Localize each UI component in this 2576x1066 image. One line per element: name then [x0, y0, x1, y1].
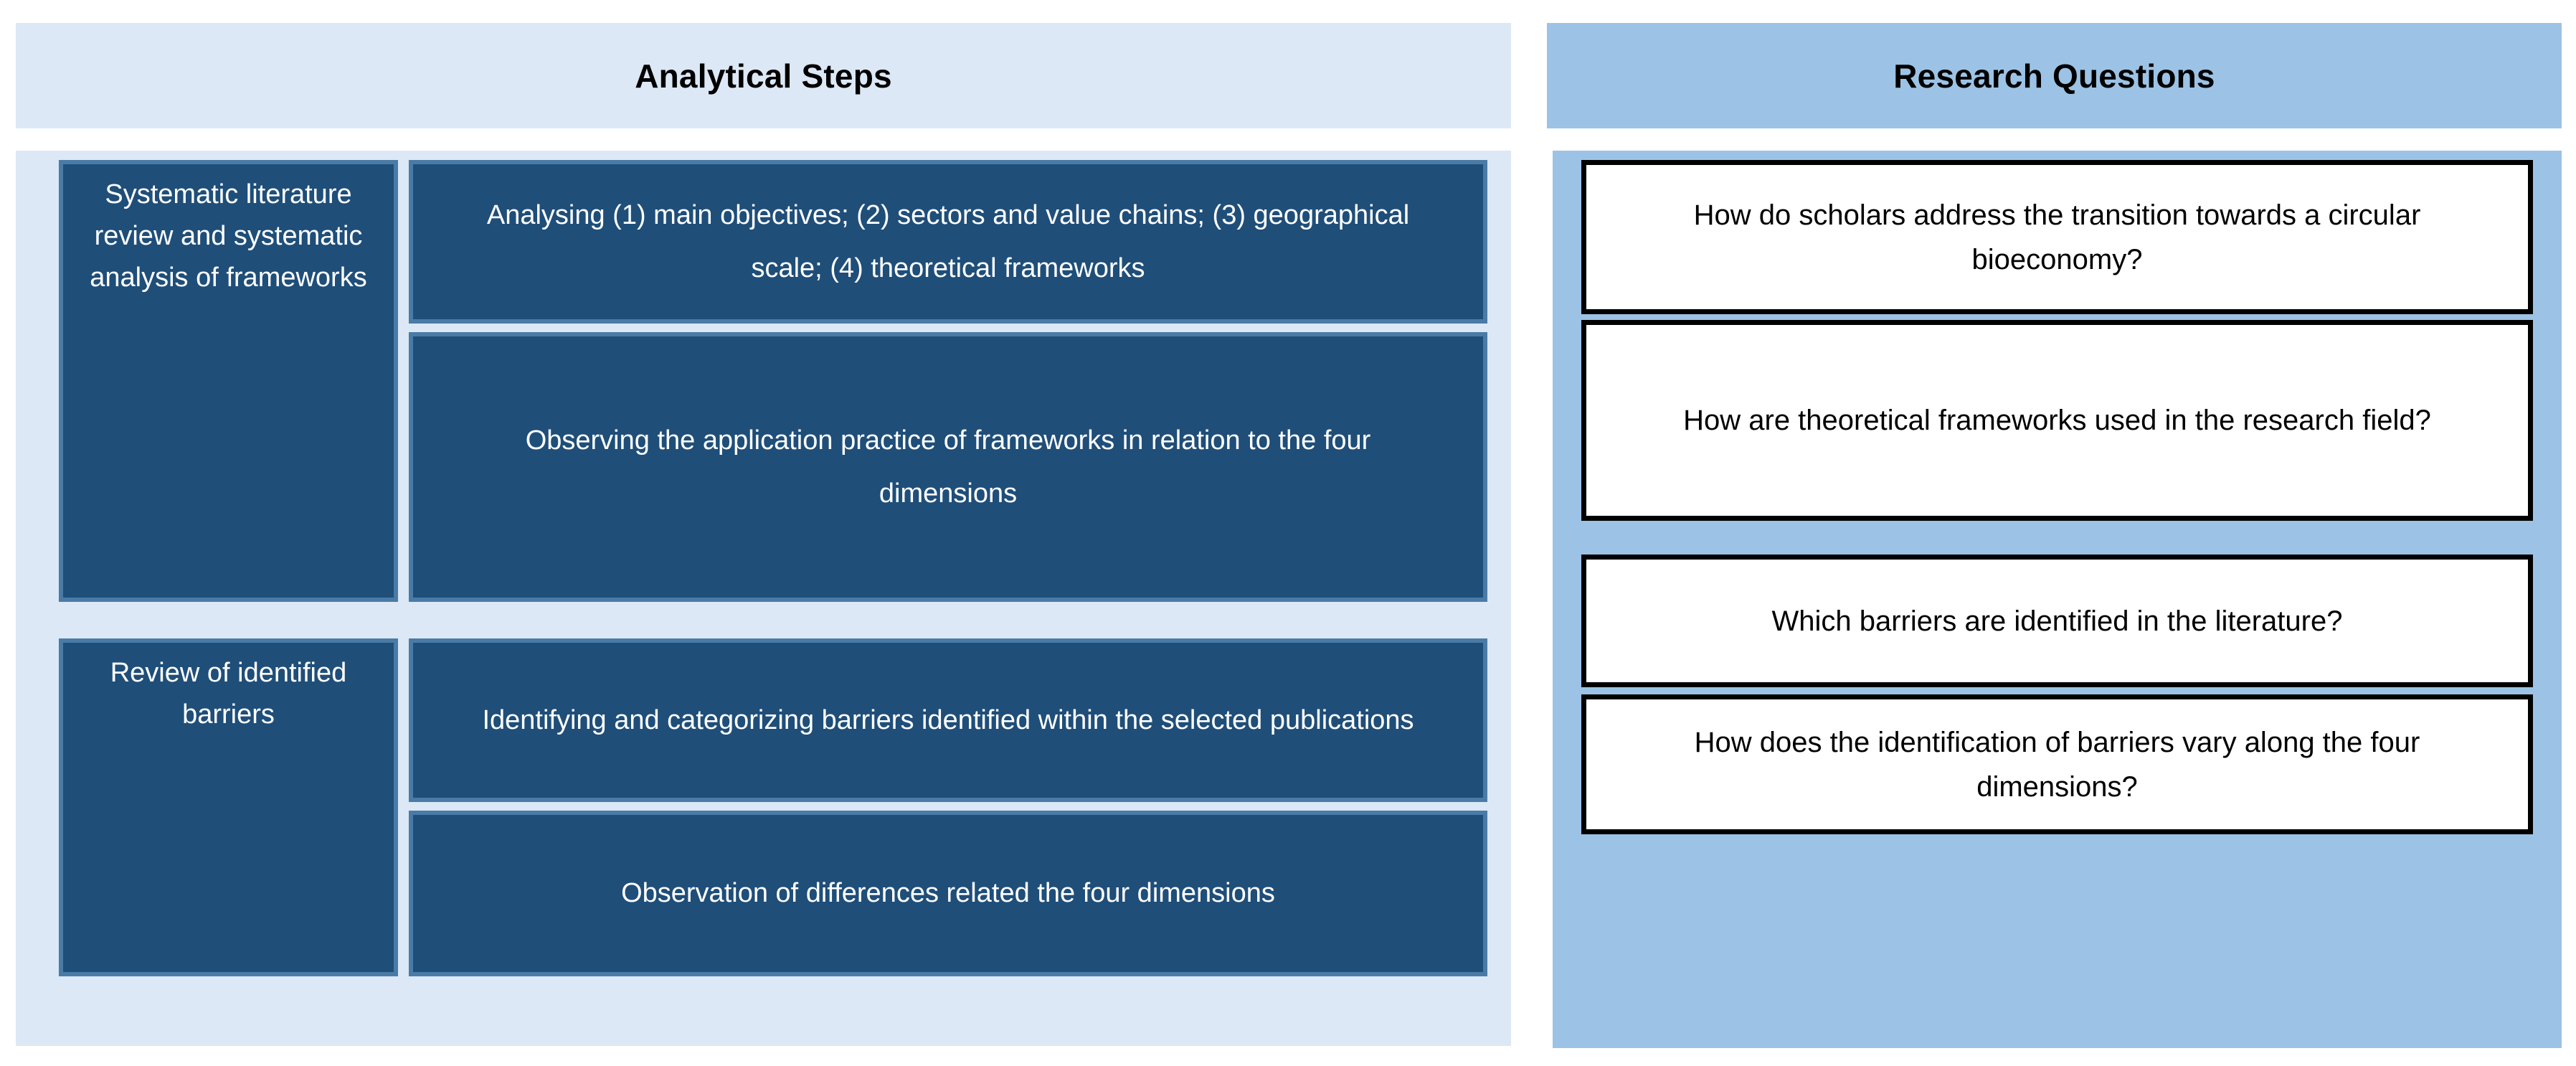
analytical-step-item: Observation of differences related the f… — [409, 811, 1487, 976]
analytical-step-group: Systematic literature review and systema… — [59, 160, 1487, 602]
research-question-box: How do scholars address the transition t… — [1581, 160, 2533, 314]
research-question-label: Which barriers are identified in the lit… — [1771, 605, 2343, 637]
analytical-step-item: Analysing (1) main objectives; (2) secto… — [409, 160, 1487, 324]
research-question-label: How do scholars address the transition t… — [1693, 199, 2421, 275]
analytical-steps-column-header: Analytical Steps — [16, 23, 1511, 128]
analytical-step-item-label: Observation of differences related the f… — [621, 878, 1275, 909]
analytical-steps-panel: Systematic literature review and systema… — [16, 151, 1511, 1046]
analytical-steps-title: Analytical Steps — [635, 57, 892, 95]
analytical-step-item: Identifying and categorizing barriers id… — [409, 638, 1487, 802]
research-question-box: Which barriers are identified in the lit… — [1581, 555, 2533, 687]
analytical-step-item-label: Analysing (1) main objectives; (2) secto… — [486, 199, 1410, 283]
research-questions-panel: How do scholars address the transition t… — [1553, 151, 2562, 1048]
analytical-step-group-label: Systematic literature review and systema… — [90, 179, 367, 293]
analytical-step-item-label: Identifying and categorizing barriers id… — [482, 704, 1414, 735]
research-questions-title: Research Questions — [1893, 57, 2215, 95]
analytical-step-item: Observing the application practice of fr… — [409, 332, 1487, 602]
analytical-step-group: Review of identified barriers Identifyin… — [59, 638, 1487, 976]
research-question-label: How are theoretical frameworks used in t… — [1683, 405, 2431, 436]
research-question-label: How does the identification of barriers … — [1694, 726, 2420, 803]
analytical-step-group-label: Review of identified barriers — [110, 658, 347, 730]
analytical-step-item-list: Identifying and categorizing barriers id… — [409, 638, 1487, 976]
research-question-box: How does the identification of barriers … — [1581, 694, 2533, 834]
analytical-step-group-label-box: Systematic literature review and systema… — [59, 160, 398, 602]
research-questions-column-header: Research Questions — [1547, 23, 2562, 128]
analytical-step-item-label: Observing the application practice of fr… — [525, 425, 1371, 509]
analytical-step-group-label-box: Review of identified barriers — [59, 638, 398, 976]
analytical-step-item-list: Analysing (1) main objectives; (2) secto… — [409, 160, 1487, 602]
research-question-box: How are theoretical frameworks used in t… — [1581, 320, 2533, 521]
